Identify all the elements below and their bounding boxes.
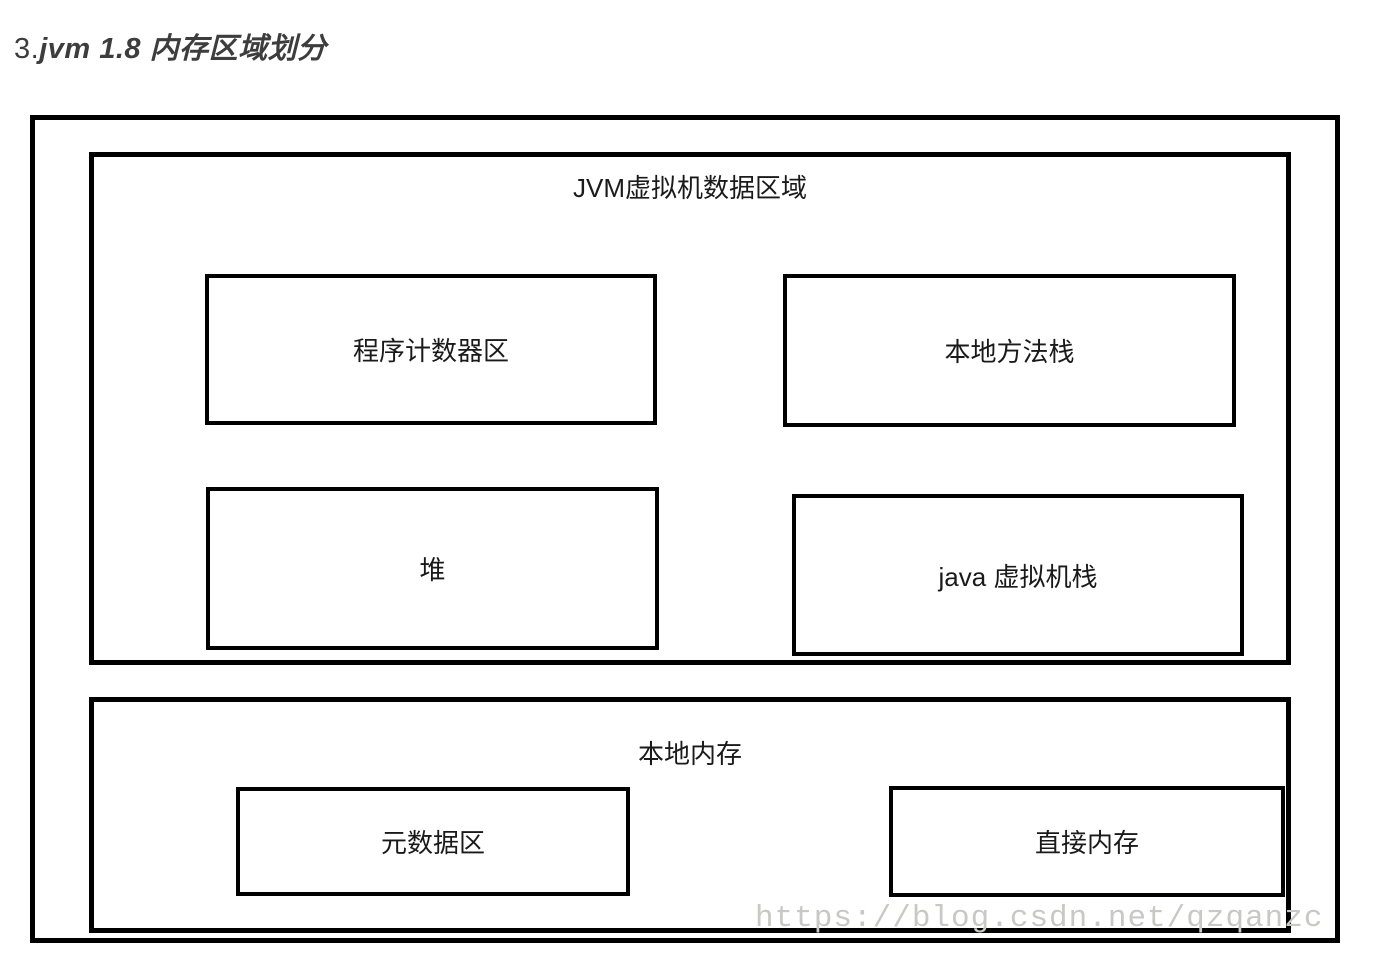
box-java-vm-stack-label: java 虚拟机栈: [938, 561, 1098, 592]
page-title-text: jvm 1.8 内存区域划分: [39, 33, 327, 66]
box-native-method-stack: 本地方法栈: [783, 274, 1236, 427]
box-direct-memory-label: 直接内存: [1034, 828, 1139, 858]
memory-diagram-outer-box: JVM虚拟机数据区域 程序计数器区 本地方法栈 堆 java 虚拟机栈 本地内存…: [30, 115, 1340, 943]
page-title: 3.jvm 1.8 内存区域划分: [14, 25, 327, 67]
jvm-data-area-box: JVM虚拟机数据区域 程序计数器区 本地方法栈 堆 java 虚拟机栈: [89, 152, 1291, 665]
box-metadata-area: 元数据区: [236, 787, 630, 896]
box-program-counter-label: 程序计数器区: [352, 336, 509, 366]
box-heap-label: 堆: [419, 555, 446, 585]
box-direct-memory: 直接内存: [889, 786, 1285, 897]
watermark-url: https://blog.csdn.net/qzqanzc: [755, 901, 1324, 936]
native-memory-area-title: 本地内存: [637, 739, 742, 769]
jvm-data-area-title: JVM虚拟机数据区域: [572, 173, 807, 203]
box-program-counter: 程序计数器区: [205, 274, 657, 425]
box-heap: 堆: [206, 487, 659, 650]
box-metadata-area-label: 元数据区: [380, 828, 485, 858]
page-title-number: 3.: [14, 33, 40, 66]
native-memory-area-box: 本地内存 元数据区 直接内存: [89, 697, 1291, 933]
box-native-method-stack-label: 本地方法栈: [944, 337, 1075, 367]
box-java-vm-stack: java 虚拟机栈: [792, 494, 1244, 656]
